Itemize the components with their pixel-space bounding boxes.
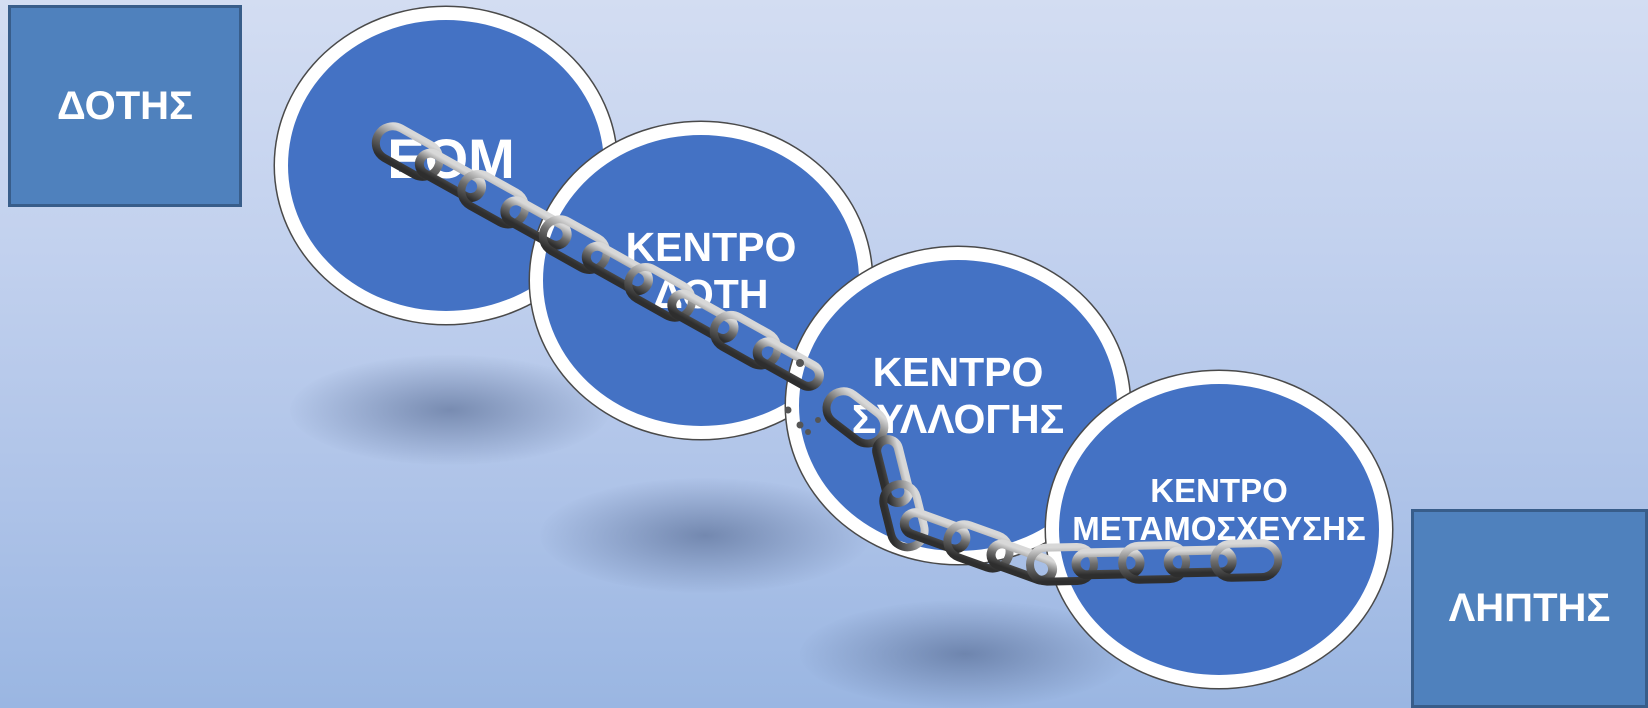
chain-link	[872, 435, 914, 507]
node-shadow	[290, 355, 610, 465]
chain-link	[1071, 547, 1145, 580]
donor-label: ΔΟΤΗΣ	[56, 83, 194, 128]
chain-fragment	[784, 406, 792, 414]
chain-fragment	[796, 359, 804, 367]
node-collection-center-line1: ΚΕΝΤΡΟ	[872, 348, 1044, 395]
chain-link	[1163, 545, 1237, 578]
node-collection-center-line2: ΣΥΛΛΟΓΗΣ	[851, 395, 1065, 442]
chain-link	[538, 215, 611, 274]
chain-fragment	[796, 421, 804, 429]
node-donor-center-line1: ΚΕΝΤΡΟ	[625, 223, 797, 270]
chain-link	[1025, 543, 1098, 586]
chain-link	[1210, 539, 1283, 582]
chain-link	[581, 241, 653, 296]
chain-link	[624, 263, 696, 322]
chain-link	[371, 122, 444, 181]
chain-link	[500, 196, 572, 250]
chain-link	[1118, 541, 1191, 584]
chain-fragment	[815, 417, 821, 423]
chain-link	[899, 508, 971, 554]
node-transplant-center-line2: ΜΕΤΑΜΟΣΧΕΥΣΗΣ	[1072, 509, 1366, 547]
donor-box: ΔΟΤΗΣ	[8, 5, 242, 207]
chain-fragment	[805, 429, 811, 435]
chain-link	[943, 520, 1014, 573]
chain-link	[986, 539, 1058, 585]
node-shadow	[540, 478, 870, 593]
chain-link	[457, 169, 530, 229]
chain-link	[752, 337, 824, 391]
recipient-box: ΛΗΠΤΗΣ	[1411, 509, 1648, 708]
node-transplant-center-line1: ΚΕΝΤΡΟ	[1150, 471, 1288, 509]
chain-link	[667, 289, 739, 344]
recipient-label: ΛΗΠΤΗΣ	[1448, 586, 1611, 630]
chain-link	[709, 310, 782, 370]
chain-link	[414, 148, 487, 203]
